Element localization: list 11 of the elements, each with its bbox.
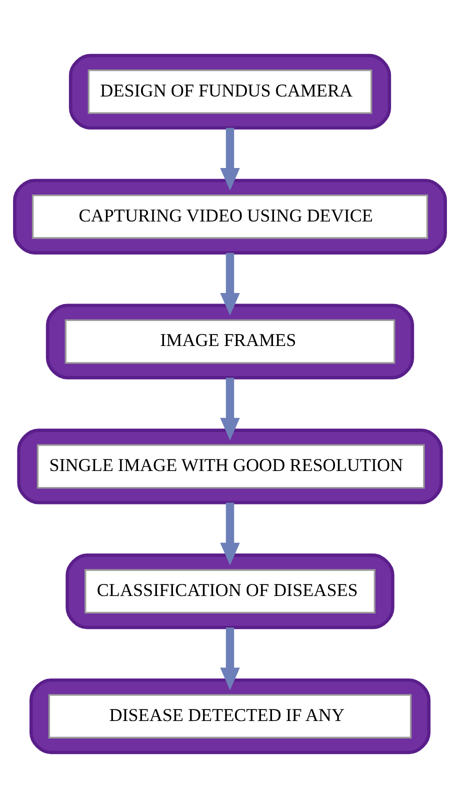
node-box: CAPTURING VIDEO USING DEVICE: [13, 178, 447, 254]
arrow: [220, 627, 240, 690]
arrow: [220, 502, 240, 565]
node-box: IMAGE FRAMES: [46, 303, 414, 379]
node-box: SINGLE IMAGE WITH GOOD RESOLUTION: [17, 428, 443, 504]
arrow: [220, 127, 240, 190]
node-box: DISEASE DETECTED IF ANY: [30, 678, 430, 754]
arrow: [220, 377, 240, 440]
arrow: [220, 252, 240, 316]
node-box: DESIGN OF FUNDUS CAMERA: [68, 53, 392, 130]
node-box: CLASSIFICATION OF DISEASES: [66, 553, 394, 629]
